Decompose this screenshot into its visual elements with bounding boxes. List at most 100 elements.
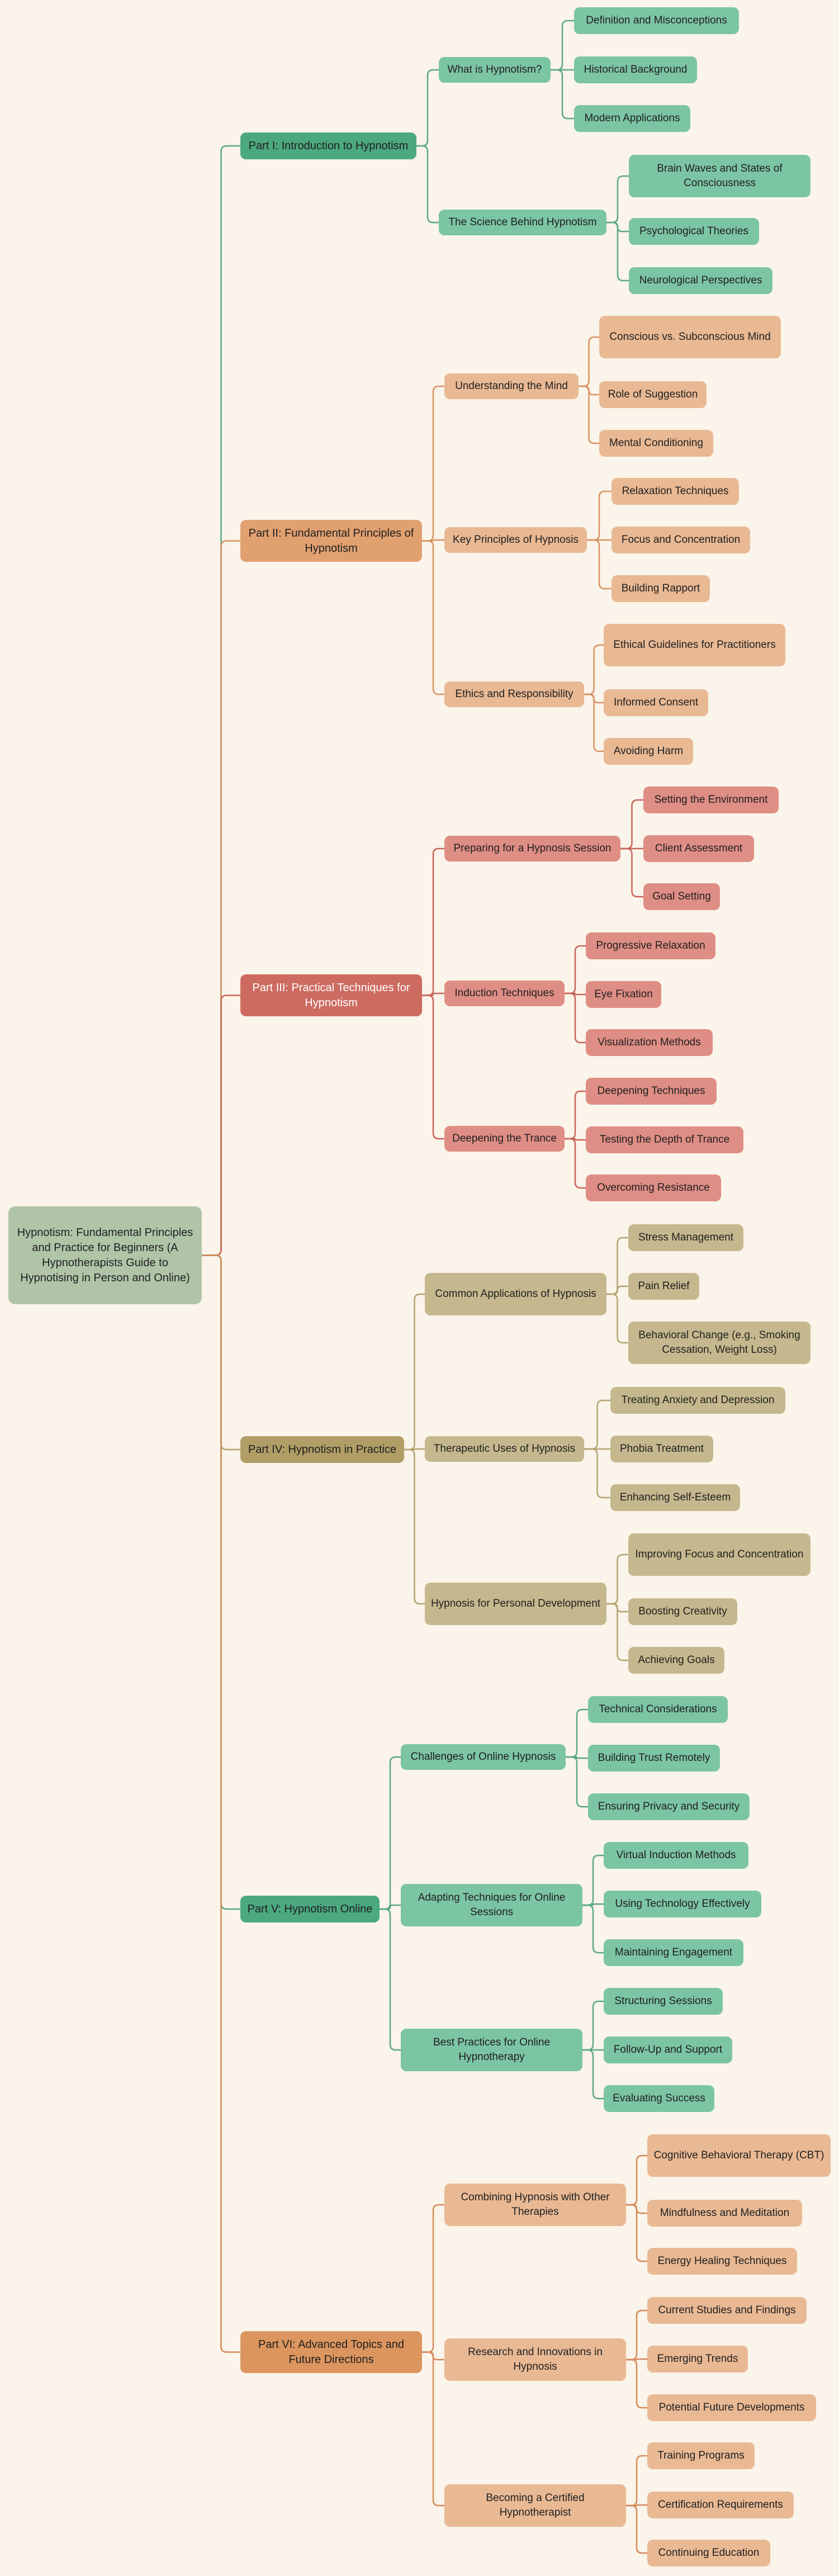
subtopic-node-achieving-goals[interactable]: Achieving Goals [628,1647,724,1674]
connector-topic-5-3-sub-3 [582,2049,604,2100]
part-node-4[interactable]: Part IV: Hypnotism in Practice [240,1436,404,1463]
subtopic-node-building-rapport[interactable]: Building Rapport [612,575,710,602]
connector-topic-5-3-sub-1 [582,2000,604,2051]
subtopic-node-continuing-education[interactable]: Continuing Education [647,2540,770,2566]
subtopic-node-goal-setting[interactable]: Goal Setting [643,883,720,910]
topic-node-becoming-a-certified-hypnotherapist[interactable]: Becoming a Certified Hypnotherapist [444,2484,626,2527]
connector-topic-3-2-sub-1 [565,945,586,995]
subtopic-node-technical-considerations[interactable]: Technical Considerations [588,1696,728,1723]
topic-node-induction-techniques[interactable]: Induction Techniques [444,981,565,1006]
topic-node-ethics-and-responsibility[interactable]: Ethics and Responsibility [444,681,584,707]
connector-part-2-topic-1 [422,385,444,542]
root-node[interactable]: Hypnotism: Fundamental Principles and Pr… [8,1206,202,1304]
subtopic-node-follow-up-and-support[interactable]: Follow-Up and Support [604,2037,732,2063]
topic-node-therapeutic-uses-of-hypnosis[interactable]: Therapeutic Uses of Hypnosis [425,1436,584,1462]
connector-part-4-topic-1 [404,1293,425,1451]
subtopic-node-current-studies-and-findings[interactable]: Current Studies and Findings [647,2297,807,2324]
topic-node-understanding-the-mind[interactable]: Understanding the Mind [444,373,579,399]
connector-part-5-topic-2 [380,1904,401,1910]
subtopic-node-historical-background[interactable]: Historical Background [574,56,697,83]
subtopic-node-informed-consent[interactable]: Informed Consent [604,689,708,716]
subtopic-node-potential-future-developments[interactable]: Potential Future Developments [647,2394,816,2421]
connector-part-2-topic-3 [422,540,444,695]
subtopic-node-relaxation-techniques[interactable]: Relaxation Techniques [612,478,739,505]
subtopic-node-phobia-treatment[interactable]: Phobia Treatment [610,1436,713,1462]
subtopic-node-conscious-vs-subconscious-mind[interactable]: Conscious vs. Subconscious Mind [599,316,781,358]
connector-topic-4-2-sub-1 [584,1399,610,1450]
subtopic-node-cognitive-behavioral-therapy-cbt[interactable]: Cognitive Behavioral Therapy (CBT) [647,2134,831,2177]
subtopic-node-certification-requirements[interactable]: Certification Requirements [647,2492,794,2518]
topic-node-hypnosis-for-personal-development[interactable]: Hypnosis for Personal Development [425,1583,606,1625]
topic-node-common-applications-of-hypnosis[interactable]: Common Applications of Hypnosis [425,1273,606,1315]
subtopic-node-pain-relief[interactable]: Pain Relief [628,1273,699,1300]
connector-topic-6-2-sub-3 [626,2359,647,2409]
connector-topic-3-3-sub-1 [565,1090,586,1140]
connector-part-5-topic-1 [380,1756,401,1910]
subtopic-node-neurological-perspectives[interactable]: Neurological Perspectives [629,267,772,294]
subtopic-node-eye-fixation[interactable]: Eye Fixation [586,981,661,1008]
subtopic-node-energy-healing-techniques[interactable]: Energy Healing Techniques [647,2248,797,2275]
topic-node-combining-hypnosis-with-other-therapies[interactable]: Combining Hypnosis with Other Therapies [444,2184,626,2226]
subtopic-node-evaluating-success[interactable]: Evaluating Success [604,2085,714,2112]
connector-topic-1-1-sub-3 [551,69,574,120]
topic-node-best-practices-for-online-hypnotherapy[interactable]: Best Practices for Online Hypnotherapy [401,2029,582,2071]
topic-node-preparing-for-a-hypnosis-session[interactable]: Preparing for a Hypnosis Session [444,836,620,861]
subtopic-node-visualization-methods[interactable]: Visualization Methods [586,1029,713,1056]
connector-topic-4-1-sub-2 [606,1285,628,1295]
topic-node-the-science-behind-hypnotism[interactable]: The Science Behind Hypnotism [439,210,606,235]
subtopic-node-emerging-trends[interactable]: Emerging Trends [647,2346,748,2373]
connector-part-2-topic-2 [422,539,444,542]
topic-node-what-is-hypnotism[interactable]: What is Hypnotism? [439,57,551,83]
subtopic-node-mental-conditioning[interactable]: Mental Conditioning [599,430,713,457]
subtopic-node-using-technology-effectively[interactable]: Using Technology Effectively [604,1891,761,1917]
topic-node-deepening-the-trance[interactable]: Deepening the Trance [444,1126,565,1152]
topic-node-research-and-innovations-in-hypnosis[interactable]: Research and Innovations in Hypnosis [444,2338,626,2381]
part-node-6[interactable]: Part VI: Advanced Topics and Future Dire… [240,2331,422,2373]
connector-topic-3-2-sub-3 [565,992,586,1044]
connector-topic-6-3-sub-3 [626,2504,647,2554]
subtopic-node-setting-the-environment[interactable]: Setting the Environment [643,787,779,813]
subtopic-node-avoiding-harm[interactable]: Avoiding Harm [604,738,693,765]
subtopic-node-testing-the-depth-of-trance[interactable]: Testing the Depth of Trance [586,1126,743,1153]
part-node-1[interactable]: Part I: Introduction to Hypnotism [240,132,416,159]
connector-topic-1-2-sub-3 [606,221,629,282]
subtopic-node-ethical-guidelines-for-practitioners[interactable]: Ethical Guidelines for Practitioners [604,624,785,666]
subtopic-node-training-programs[interactable]: Training Programs [647,2442,755,2469]
topic-node-adapting-techniques-for-online-sessions[interactable]: Adapting Techniques for Online Sessions [401,1884,582,1926]
part-node-5[interactable]: Part V: Hypnotism Online [240,1896,380,1922]
subtopic-node-ensuring-privacy-and-security[interactable]: Ensuring Privacy and Security [588,1793,750,1820]
subtopic-node-progressive-relaxation[interactable]: Progressive Relaxation [586,932,715,959]
subtopic-node-overcoming-resistance[interactable]: Overcoming Resistance [586,1175,721,1201]
connector-topic-2-2-sub-1 [587,490,612,541]
subtopic-node-focus-and-concentration[interactable]: Focus and Concentration [612,527,750,553]
subtopic-node-brain-waves-and-states-of-consciousness[interactable]: Brain Waves and States of Consciousness [629,155,810,197]
connector-topic-2-3-sub-3 [584,693,604,752]
topic-node-key-principles-of-hypnosis[interactable]: Key Principles of Hypnosis [444,527,587,553]
subtopic-node-behavioral-change-e-g-smoking-cessation-weight-loss[interactable]: Behavioral Change (e.g., Smoking Cessati… [628,1322,810,1364]
subtopic-node-definition-and-misconceptions[interactable]: Definition and Misconceptions [574,7,739,34]
subtopic-node-improving-focus-and-concentration[interactable]: Improving Focus and Concentration [628,1533,810,1576]
subtopic-node-boosting-creativity[interactable]: Boosting Creativity [628,1598,737,1625]
part-node-2[interactable]: Part II: Fundamental Principles of Hypno… [240,520,422,562]
subtopic-node-modern-applications[interactable]: Modern Applications [574,105,690,132]
subtopic-node-virtual-induction-methods[interactable]: Virtual Induction Methods [604,1842,748,1869]
subtopic-node-client-assessment[interactable]: Client Assessment [643,835,754,862]
topic-node-challenges-of-online-hypnosis[interactable]: Challenges of Online Hypnosis [401,1744,566,1770]
connector-topic-1-2-sub-1 [606,175,629,224]
subtopic-node-maintaining-engagement[interactable]: Maintaining Engagement [604,1939,743,1966]
connector-root-part-6 [202,1254,240,2353]
part-node-3[interactable]: Part III: Practical Techniques for Hypno… [240,974,422,1016]
connector-topic-3-1-sub-3 [620,847,643,898]
subtopic-node-role-of-suggestion[interactable]: Role of Suggestion [599,381,707,408]
subtopic-node-structuring-sessions[interactable]: Structuring Sessions [604,1988,723,2015]
connector-part-3-topic-3 [422,995,444,1140]
connector-root-part-3 [202,995,240,1256]
subtopic-node-mindfulness-and-meditation[interactable]: Mindfulness and Meditation [647,2200,802,2227]
subtopic-node-enhancing-self-esteem[interactable]: Enhancing Self-Esteem [610,1484,740,1511]
subtopic-node-psychological-theories[interactable]: Psychological Theories [629,218,759,245]
connector-topic-1-1-sub-1 [551,20,574,71]
subtopic-node-stress-management[interactable]: Stress Management [628,1224,743,1251]
subtopic-node-building-trust-remotely[interactable]: Building Trust Remotely [588,1745,720,1772]
subtopic-node-treating-anxiety-and-depression[interactable]: Treating Anxiety and Depression [610,1387,785,1414]
subtopic-node-deepening-techniques[interactable]: Deepening Techniques [586,1078,717,1105]
